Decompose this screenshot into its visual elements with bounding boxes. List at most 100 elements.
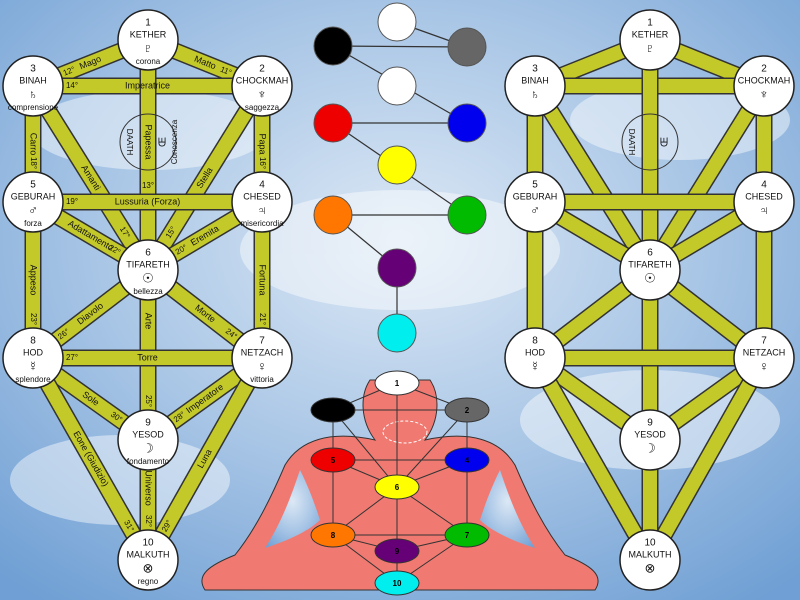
sephira-circle [2, 327, 64, 389]
path-bar [27, 82, 154, 274]
sephira-circle [619, 239, 681, 301]
path-degree: 32° [144, 515, 153, 527]
sequence-arrow [331, 41, 468, 51]
body-center-ellipse [374, 570, 420, 596]
sephira-name: HOD [525, 347, 546, 357]
body-center-number: 3 [331, 406, 336, 415]
daath-meaning: Conoscenza [170, 119, 179, 164]
daath-circle [621, 113, 679, 171]
sequence-circle-yellow [377, 145, 417, 185]
sephira-name: YESOD [132, 429, 164, 439]
body-center-ellipse [310, 447, 356, 473]
sephira-circle [231, 327, 293, 389]
sephira-number: 10 [644, 538, 656, 549]
body-center-number: 6 [395, 483, 400, 492]
path-degree: 11° [219, 65, 233, 78]
sephira-number: 2 [259, 64, 265, 75]
path-degree: 14° [66, 81, 78, 90]
planet-symbol: ♄ [530, 86, 540, 101]
body-center-number: 8 [331, 531, 336, 540]
path-bar [26, 354, 155, 564]
planet-symbol: ♀ [257, 358, 267, 373]
sequence-circle-purple [377, 248, 417, 288]
sephira-name: HOD [23, 347, 44, 357]
daath-label: DAATH [627, 129, 636, 156]
sephira-meaning: bellezza [133, 287, 163, 296]
path-3-6 [527, 81, 658, 275]
sephira-meaning: corona [136, 57, 161, 66]
path-7-10 [140, 353, 270, 565]
sephira-number: 1 [647, 18, 653, 29]
path-label: Torre [137, 352, 158, 362]
body-center-2: 2 [444, 397, 490, 423]
sephira-name: YESOD [634, 429, 666, 439]
sephira-circle [117, 9, 179, 71]
path-8-10 [527, 353, 658, 565]
body-center-ellipse [310, 522, 356, 548]
path-3-6 [25, 81, 156, 275]
path-label: Appeso [29, 265, 39, 296]
path-label: Fortuna [258, 264, 268, 295]
body-center-8: 8 [310, 522, 356, 548]
sephira-circle [117, 409, 179, 471]
path-label: Lussuria (Forza) [115, 196, 181, 206]
sephira-name: KETHER [632, 29, 669, 39]
body-center-number: 2 [465, 406, 470, 415]
sequence-circle-cyan [377, 313, 417, 353]
sephira-circle [504, 171, 566, 233]
body-center-ellipse [444, 522, 490, 548]
sephira-circle [504, 55, 566, 117]
planet-symbol: ♄ [28, 86, 38, 101]
sephira-circle [117, 239, 179, 301]
sephira-meaning: regno [138, 577, 159, 586]
path-label: Carro [29, 133, 39, 156]
path-bar [644, 82, 770, 274]
body-center-ellipse [444, 447, 490, 473]
sephira-name: GEBURAH [513, 191, 558, 201]
planet-symbol: ♀ [759, 358, 769, 373]
sequence-circle-green [447, 195, 487, 235]
sephira-number: 3 [532, 64, 538, 75]
body-center-ellipse [374, 370, 420, 396]
planet-symbol: ♇ [143, 40, 153, 55]
sephira-number: 9 [145, 418, 151, 429]
body-center-number: 7 [465, 531, 470, 540]
sephira-meaning: saggezza [245, 103, 280, 112]
sephira-circle [2, 55, 64, 117]
body-center-10: 10 [374, 570, 420, 596]
path-degree: 13° [142, 181, 154, 190]
color-sequence [313, 2, 487, 353]
sephira-number: 1 [145, 18, 151, 29]
path-label: Arte [144, 313, 154, 330]
body-path-line [396, 409, 468, 488]
planet-symbol: ☿ [28, 358, 38, 373]
sephira-circle [733, 327, 795, 389]
body-center-number: 4 [465, 456, 470, 465]
body-center-ellipse [374, 474, 420, 500]
body-center-number: 10 [393, 579, 402, 588]
